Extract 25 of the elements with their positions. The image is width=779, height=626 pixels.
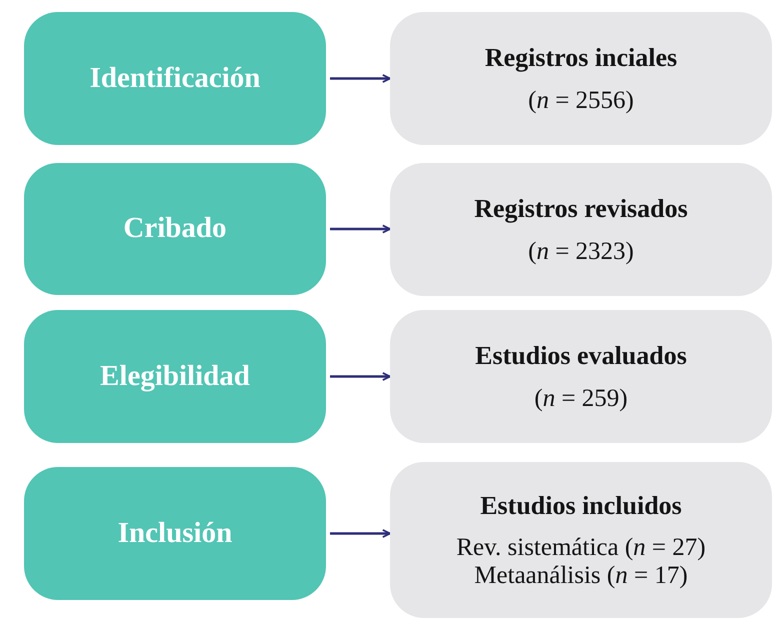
stage-box xyxy=(24,12,326,145)
arrow xyxy=(330,224,391,234)
stage-box xyxy=(24,310,326,443)
count-text: Metaanálisis (n = 17) xyxy=(474,562,688,590)
count-text: Rev. sistemática (n = 27) xyxy=(456,534,706,562)
count-text: (n = 2323) xyxy=(528,238,634,266)
count-text: (n = 259) xyxy=(534,384,628,412)
box-heading: Registros inciales xyxy=(484,42,678,73)
box-heading: Estudios incluidos xyxy=(480,490,682,520)
box-heading: Estudios evaluados xyxy=(475,340,687,371)
arrow xyxy=(330,529,391,538)
arrow xyxy=(330,372,391,381)
box-heading: Registros revisados xyxy=(474,194,688,224)
box-heading: Elegibilidad xyxy=(100,360,250,394)
result-box xyxy=(390,163,772,296)
box-heading: Identificación xyxy=(90,62,260,96)
stage-box xyxy=(24,163,326,295)
result-box xyxy=(390,310,772,443)
arrow xyxy=(330,74,391,83)
box-heading: Inclusión xyxy=(118,516,232,550)
result-box xyxy=(390,462,772,618)
result-box xyxy=(390,12,772,145)
count-text: (n = 2556) xyxy=(528,86,634,114)
box-heading: Cribado xyxy=(123,212,227,246)
stage-box xyxy=(24,467,326,600)
